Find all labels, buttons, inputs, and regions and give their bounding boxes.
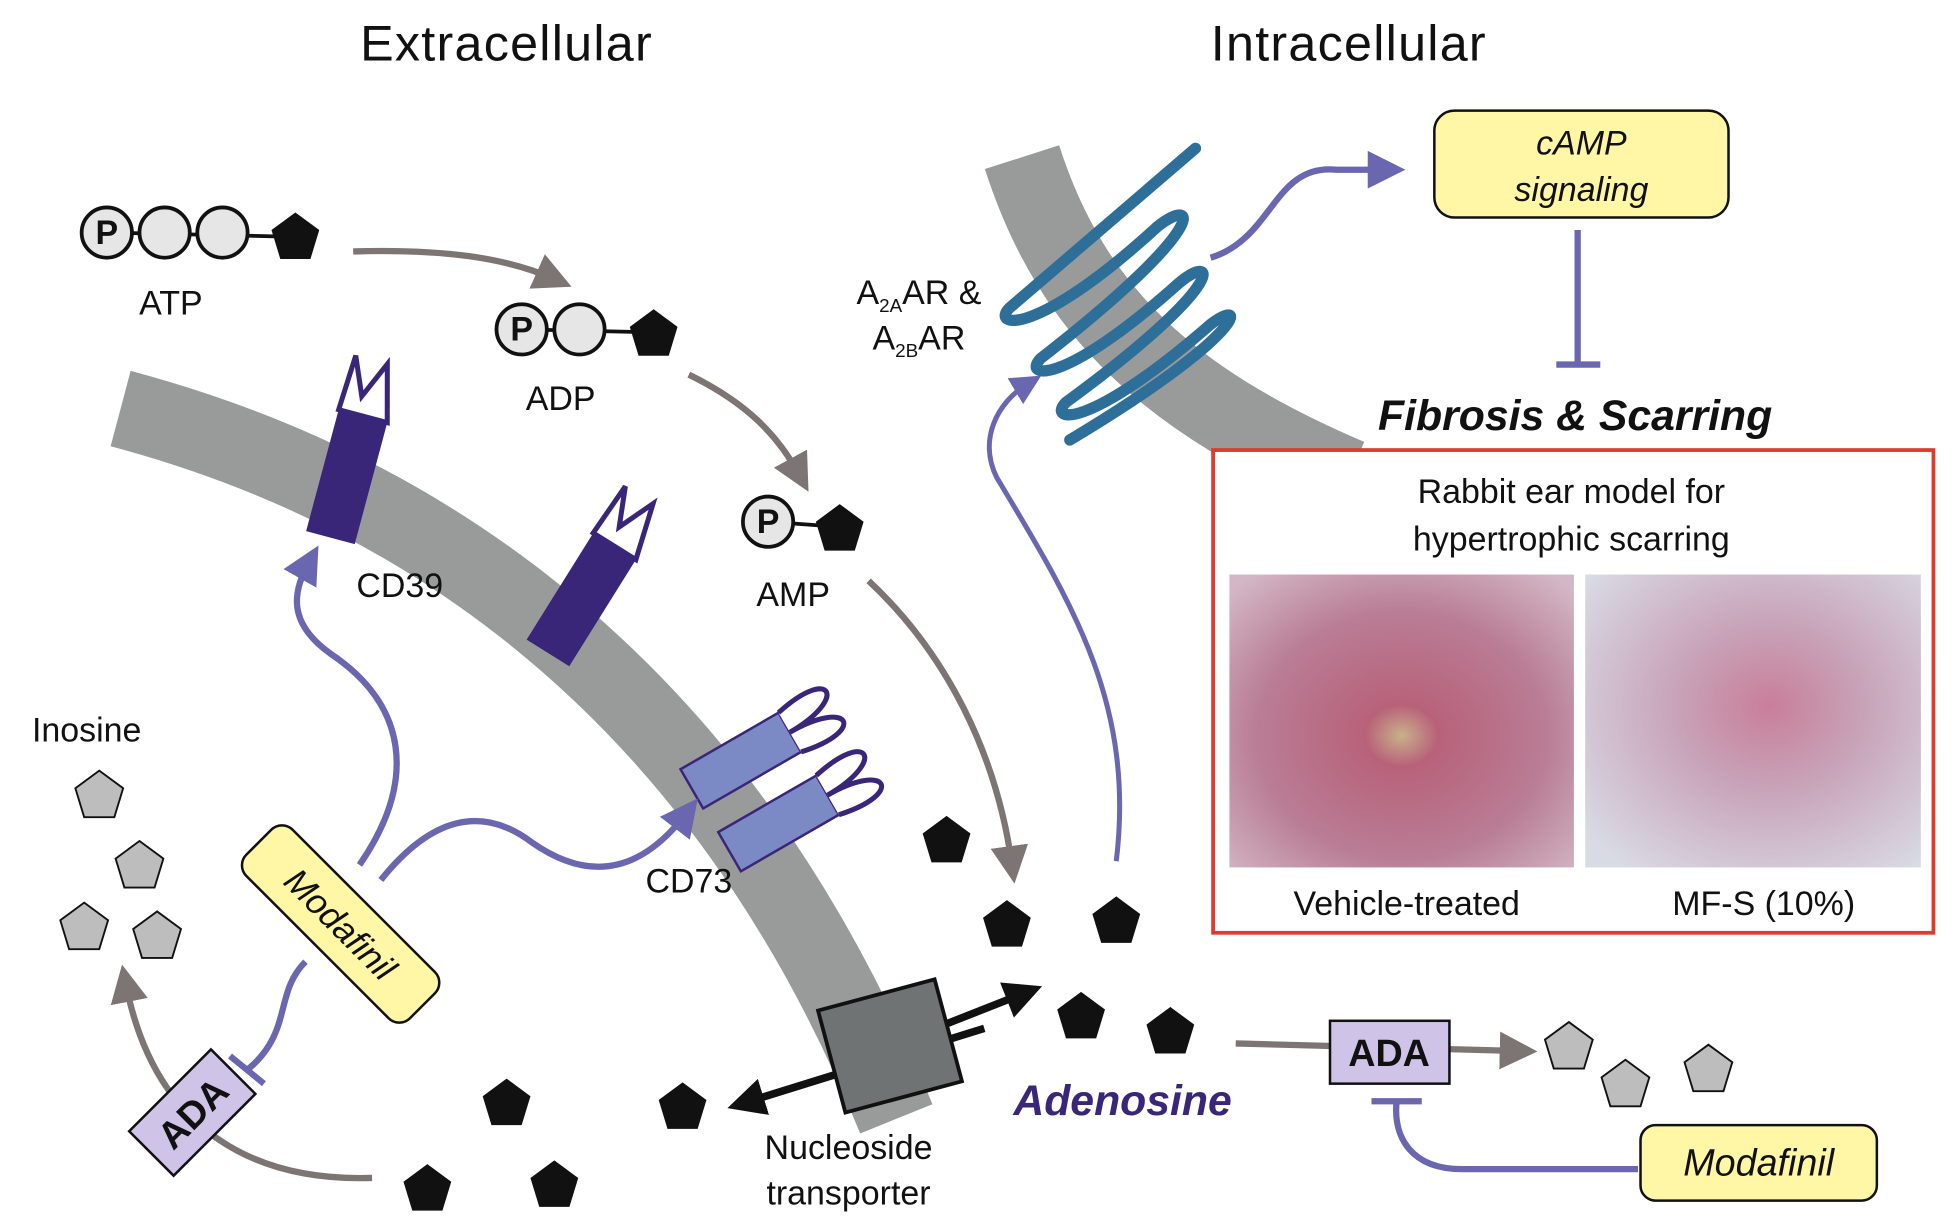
inhibition-line [1556,230,1601,368]
cd73-enzyme [678,686,885,874]
amp-molecule [741,494,864,551]
ada-label: ADA [1348,1032,1430,1074]
cd73-label: CD73 [645,863,732,901]
mf-s-treated-photo [1585,574,1921,868]
transporter-label-line1: Nucleoside [765,1129,933,1167]
adp-label: ADP [526,380,596,418]
cell-membrane-left [110,370,933,1134]
vehicle-treated-photo [1229,574,1574,868]
receptor-text: A [872,319,895,357]
modafinil-tag-left: Modafinil [240,824,441,1024]
modafinil-inhibits-ada-line-right [1371,1098,1638,1173]
modafinil-to-cd39-arrow [283,545,400,867]
adenosine-label: Adenosine [1012,1077,1231,1125]
inset-title-line1: Rabbit ear model for [1418,473,1725,511]
receptor-label-a2a: A2AAR & [856,274,981,316]
adenosine-receptor [999,142,1237,446]
atp-to-adp-arrow [353,247,572,289]
modafinil-to-cd73-arrow [378,798,698,882]
vehicle-treated-caption: Vehicle-treated [1293,885,1519,923]
modafinil-label: Modafinil [1683,1141,1836,1183]
transporter-label-line2: transporter [766,1174,930,1212]
cd39-enzyme [306,354,658,667]
modafinil-tag-right [1639,1123,1879,1202]
phosphate-label: P [95,214,118,252]
intracellular-header: Intracellular [1211,14,1487,71]
atp-molecule [79,205,320,260]
signaling-label: signaling [1514,171,1648,209]
receptor-subscript: 2B [895,340,918,361]
adp-to-amp-arrow [687,371,809,492]
ada-enzyme-right [1328,1019,1451,1085]
adenosine-to-inosine-arrow [110,964,373,1182]
phosphate-label: P [757,503,780,541]
ada-enzyme-left: ADA [127,1047,258,1178]
extracellular-header: Extracellular [360,14,653,71]
fibrosis-scarring-label: Fibrosis & Scarring [1378,392,1772,440]
cd39-label: CD39 [356,567,443,605]
adp-molecule [494,302,678,357]
atp-label: ATP [139,284,202,322]
receptor-text: A [856,274,879,312]
receptor-text: AR & [902,274,982,312]
mf-s-caption: MF-S (10%) [1672,885,1855,923]
amp-to-adenosine-arrow [866,578,1029,884]
receptor-label-a2b: A2BAR [872,319,965,361]
amp-label: AMP [756,576,830,614]
inosine-label: Inosine [32,712,141,750]
modafinil-inhibits-ada-line [228,959,308,1087]
camp-signaling-box [1433,109,1730,219]
cell-membrane-right [984,145,1365,514]
receptor-to-camp-arrow [1209,150,1406,261]
camp-label: cAMP [1536,125,1627,163]
receptor-subscript: 2A [879,295,902,316]
receptor-text: AR [918,319,965,357]
nucleoside-transporter [815,977,965,1115]
inset-title-line2: hypertrophic scarring [1413,521,1730,559]
phosphate-label: P [510,311,533,349]
adenosine-to-receptor-arrow [986,375,1123,862]
